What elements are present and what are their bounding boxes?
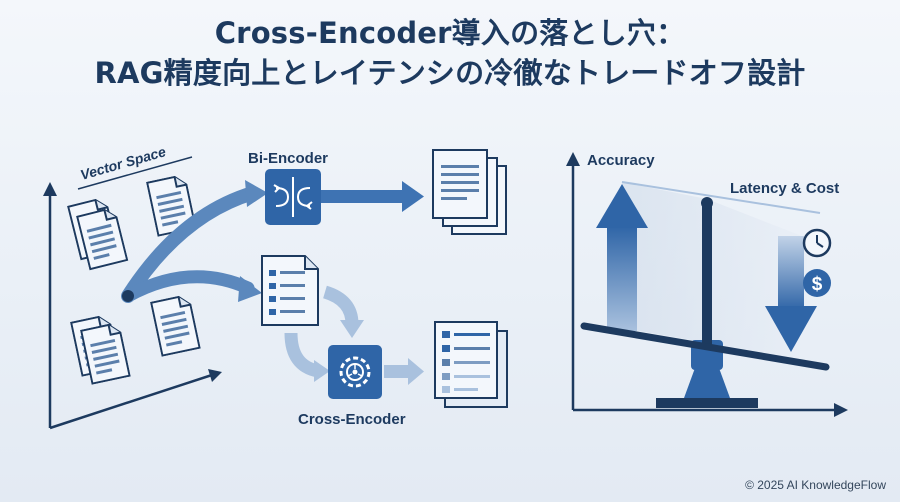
bi-encoder-result-stack xyxy=(432,149,507,235)
latency-down-arrow xyxy=(765,236,817,352)
bi-encoder-label: Bi-Encoder xyxy=(248,150,328,167)
tradeoff-axes xyxy=(566,152,848,417)
footer-copyright: © 2025 AI KnowledgeFlow xyxy=(745,478,886,492)
latency-cost-label: Latency & Cost xyxy=(730,180,839,197)
top-guide-line xyxy=(621,181,821,214)
accuracy-label: Accuracy xyxy=(587,152,655,169)
title-line-2: RAG精度向上とレイテンシの冷徹なトレードオフ設計 xyxy=(94,56,806,90)
dollar-symbol: $ xyxy=(812,274,823,295)
shadow-area xyxy=(622,182,807,360)
cross-encoder-icon xyxy=(328,345,382,399)
cross-encoder-label: Cross-Encoder xyxy=(298,411,406,428)
query-arrows xyxy=(121,180,268,303)
title-line-1: Cross-Encoder導入の落とし穴： xyxy=(214,16,686,50)
candidate-list-doc xyxy=(261,255,319,326)
bi-encoder-icon xyxy=(265,169,321,225)
vector-space-underline xyxy=(77,156,193,190)
rerank-flow-arrows xyxy=(284,285,424,385)
clock-icon xyxy=(802,228,832,258)
reranked-result-stack xyxy=(434,321,508,408)
bi-encoder-arrow xyxy=(321,181,424,212)
balance-scale xyxy=(580,197,830,408)
dollar-icon: $ xyxy=(803,269,831,297)
vector-space-axes xyxy=(43,182,222,430)
accuracy-up-arrow xyxy=(596,184,648,331)
query-point xyxy=(122,290,134,302)
